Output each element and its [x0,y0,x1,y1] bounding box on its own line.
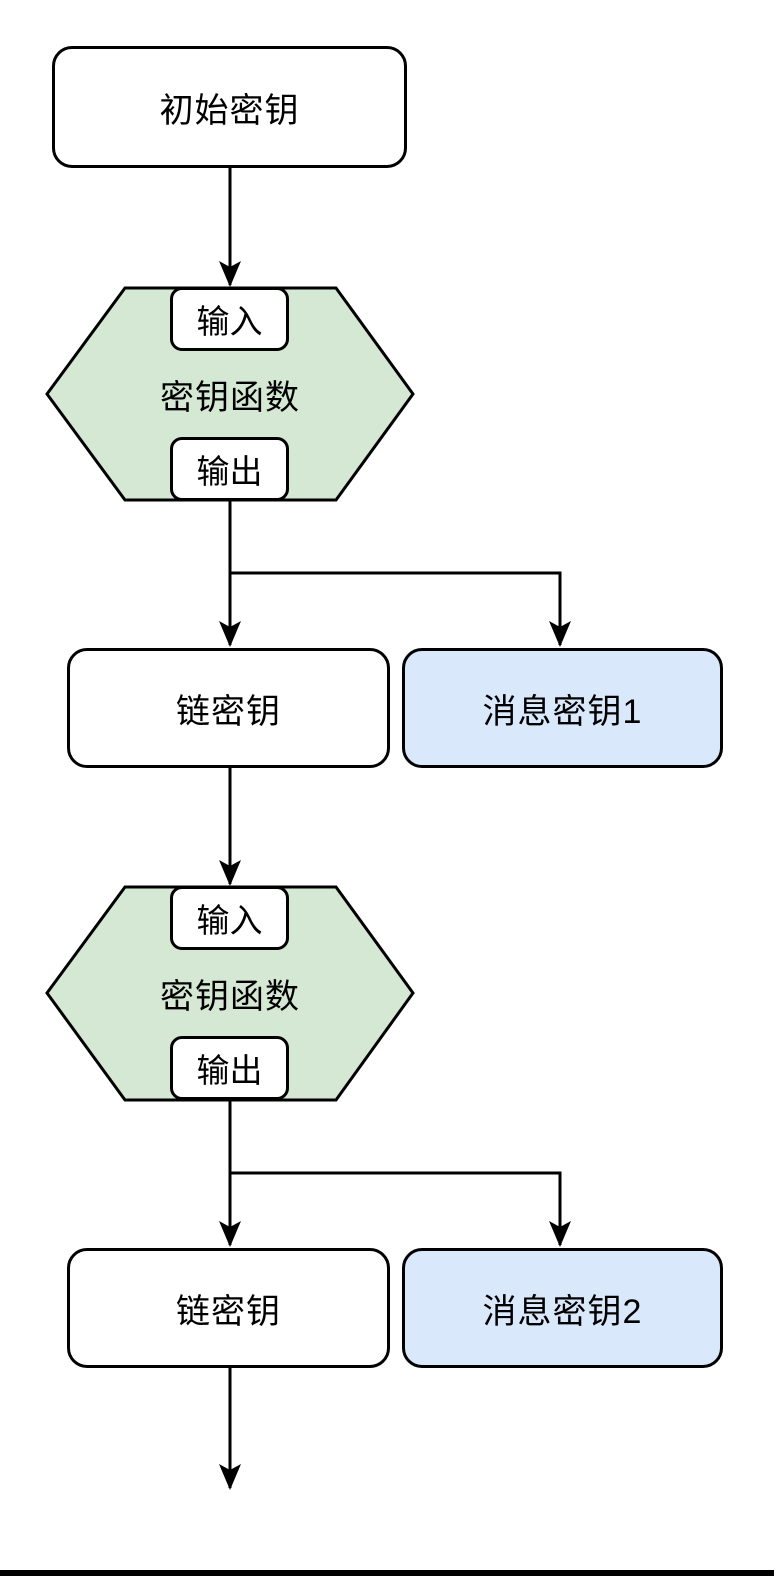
node-message-key-2-label: 消息密钥2 [482,1292,643,1331]
node-chain-key-1-label: 链密钥 [176,692,281,731]
kdf2-input-box: 输入 [170,886,289,950]
node-chain-key-2: 链密钥 [67,1248,390,1368]
kdf2-label: 密钥函数 [160,977,300,1016]
node-message-key-2: 消息密钥2 [402,1248,723,1368]
kdf2-output-box: 输出 [170,1036,289,1100]
kdf1-output-box: 输出 [170,437,289,501]
node-chain-key-2-label: 链密钥 [176,1292,281,1331]
kdf1-hexagon [45,286,415,502]
node-initial-key-label: 初始密钥 [159,91,300,130]
node-message-key-1: 消息密钥1 [402,648,723,768]
kdf1-output-label: 输出 [196,453,263,490]
kdf1-label: 密钥函数 [160,378,300,417]
node-chain-key-1: 链密钥 [67,648,390,768]
node-initial-key: 初始密钥 [52,46,407,168]
kdf2-input-label: 输入 [196,902,263,939]
kdf1-input-label: 输入 [196,303,263,340]
edge-kdf1-to-messagekey1-arrow [230,571,571,647]
bottom-border-line [0,1570,774,1576]
edge-kdf2-to-messagekey2-arrow [230,1171,571,1247]
kdf2-output-label: 输出 [196,1052,263,1089]
kdf2-hexagon [45,885,415,1102]
node-message-key-1-label: 消息密钥1 [482,692,643,731]
kdf1-input-box: 输入 [170,287,289,351]
